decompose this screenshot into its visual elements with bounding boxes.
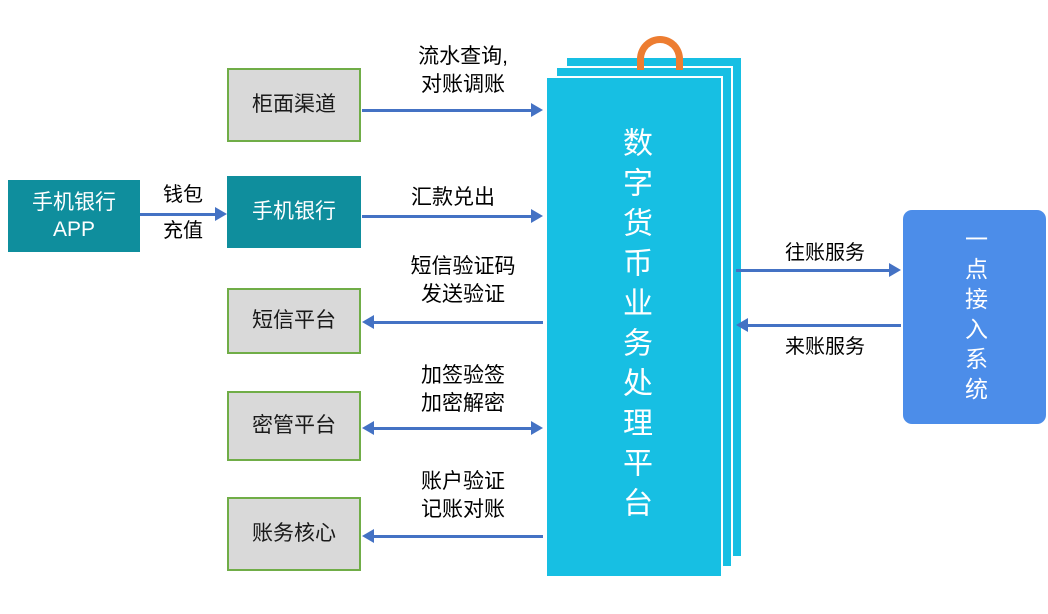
arrowhead-right-icon <box>531 209 543 223</box>
arrowhead-right-icon <box>215 207 227 221</box>
arrow-access-to-platform <box>736 318 901 332</box>
arrow-platform-crypto-bidirectional <box>362 421 543 435</box>
orange-clip-icon <box>637 36 683 70</box>
node-platform-label: 数字货币业务处理平台 <box>618 127 651 527</box>
node-counter-channel: 柜面渠道 <box>227 68 361 142</box>
node-sms-platform: 短信平台 <box>227 288 361 354</box>
label-wallet-recharge-line1: 钱包 <box>163 184 203 206</box>
arrow-shaft <box>748 323 901 327</box>
arrowhead-left-icon <box>736 318 748 332</box>
arrow-shaft <box>374 534 543 538</box>
arrow-shaft <box>374 320 543 324</box>
arrowhead-right-icon <box>889 263 901 277</box>
arrowhead-right-icon <box>531 421 543 435</box>
arrow-shaft <box>362 214 531 218</box>
label-counter-flow: 流水查询, 对账调账 <box>418 45 508 96</box>
label-crypto-flow: 加签验签 加密解密 <box>421 364 505 415</box>
arrow-shaft <box>362 108 531 112</box>
node-mobile-app: 手机银行 APP <box>8 180 140 252</box>
node-crypto-platform: 密管平台 <box>227 391 361 461</box>
arrow-shaft <box>374 426 531 430</box>
arrow-shaft <box>140 212 215 216</box>
node-access-system: 一点接入系统 <box>903 210 1046 424</box>
label-accounting-flow: 账户验证 记账对账 <box>421 470 505 521</box>
label-sms-flow: 短信验证码 发送验证 <box>410 255 516 306</box>
arrowhead-right-icon <box>531 103 543 117</box>
arrow-platform-to-sms <box>362 315 543 329</box>
arrow-wallet-recharge <box>140 207 227 221</box>
node-accounting-core: 账务核心 <box>227 497 361 571</box>
platform-layer-front <box>545 76 723 578</box>
label-outgoing-service: 往账服务 <box>785 242 865 264</box>
arrowhead-left-icon <box>362 421 374 435</box>
arrowhead-left-icon <box>362 529 374 543</box>
node-mobile-banking: 手机银行 <box>227 176 361 248</box>
label-incoming-service: 来账服务 <box>785 336 865 358</box>
label-wallet-recharge-line2: 充值 <box>163 220 203 242</box>
arrow-platform-to-access <box>736 263 901 277</box>
arrow-platform-to-accounting <box>362 529 543 543</box>
arrow-counter-to-platform <box>362 103 543 117</box>
arrow-mobile-to-platform <box>362 209 543 223</box>
label-mobile-flow: 汇款兑出 <box>411 186 495 209</box>
arrowhead-left-icon <box>362 315 374 329</box>
arrow-shaft <box>736 268 889 272</box>
